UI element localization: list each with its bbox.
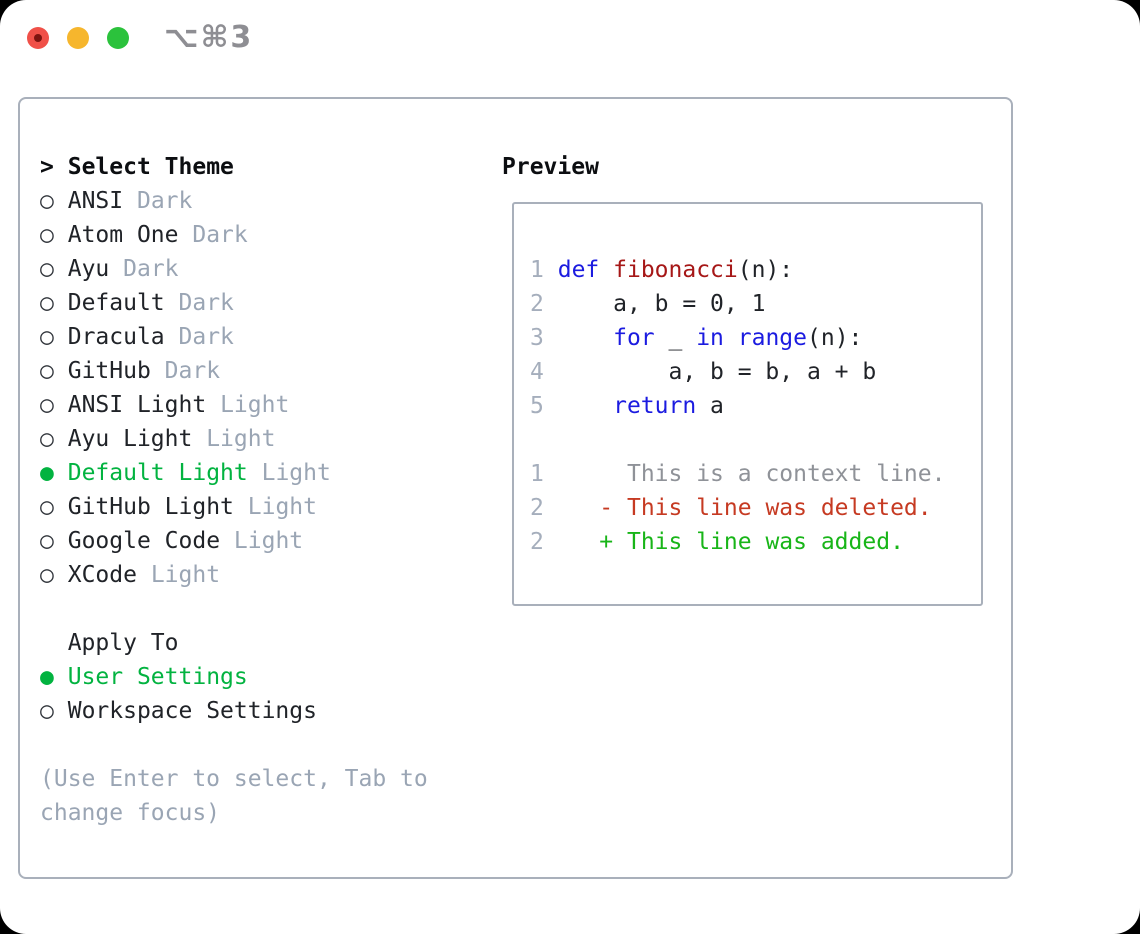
theme-name: GitHub: [67, 358, 151, 384]
apply-to-header: Apply To: [67, 630, 179, 656]
theme-option-xcode-light[interactable]: ○ XCode Light: [40, 558, 480, 592]
code-line: 2 a, b = 0, 1: [530, 291, 766, 317]
radio-icon: ○: [40, 290, 54, 316]
radio-icon: ○: [40, 358, 54, 384]
theme-option-ayu-light-light[interactable]: ○ Ayu Light Light: [40, 422, 480, 456]
radio-icon: ○: [40, 562, 54, 588]
radio-icon: ●: [40, 460, 54, 486]
theme-variant: Dark: [164, 358, 221, 384]
prompt-icon: >: [40, 154, 54, 180]
code-preview: 1 def fibonacci(n): 2 a, b = 0, 1 3 for _ …: [530, 253, 981, 423]
spacer: [40, 592, 480, 626]
window-titlebar: ⌥⌘3: [0, 0, 1140, 76]
theme-option-default-light-light[interactable]: ● Default Light Light: [40, 456, 480, 490]
close-button-icon[interactable]: [27, 27, 49, 49]
spacer: [40, 728, 480, 762]
apply-option-label: Workspace Settings: [67, 698, 317, 724]
theme-option-github-dark[interactable]: ○ GitHub Dark: [40, 354, 480, 388]
theme-option-github-light-light[interactable]: ○ GitHub Light Light: [40, 490, 480, 524]
select-theme-header: > Select Theme: [40, 150, 480, 184]
theme-name: XCode: [67, 562, 137, 588]
code-line: 1 def fibonacci(n):: [530, 257, 794, 283]
theme-list: ○ ANSI Dark○ Atom One Dark○ Ayu Dark○ De…: [40, 184, 480, 592]
hint-line-2: change focus): [40, 800, 221, 826]
theme-variant: Light: [261, 460, 331, 486]
radio-icon: ○: [40, 528, 54, 554]
apply-to-list: ● User Settings○ Workspace Settings: [40, 660, 480, 728]
apply-option-label: User Settings: [67, 664, 248, 690]
theme-picker-left-column: > Select Theme ○ ANSI Dark○ Atom One Dar…: [40, 150, 480, 830]
line-number: 2: [530, 529, 544, 555]
theme-variant: Light: [220, 392, 290, 418]
radio-icon: ○: [40, 188, 54, 214]
theme-name: Dracula: [67, 324, 165, 350]
line-number: 5: [530, 393, 544, 419]
diff-marker-icon: -: [599, 495, 614, 521]
preview-title: Preview: [502, 154, 599, 180]
theme-name: ANSI Light: [67, 392, 207, 418]
theme-name: Default: [67, 290, 165, 316]
theme-variant: Dark: [178, 290, 234, 316]
code-line: 3 for _ in range(n):: [530, 325, 863, 351]
diff-line-deleted: 2 - This line was deleted.: [530, 491, 981, 525]
theme-option-ansi-light-light[interactable]: ○ ANSI Light Light: [40, 388, 480, 422]
theme-name: Ayu: [67, 256, 110, 282]
code-line: 4 a, b = b, a + b: [530, 359, 877, 385]
theme-option-google-code-light[interactable]: ○ Google Code Light: [40, 524, 480, 558]
theme-name: ANSI: [67, 188, 124, 214]
theme-variant: Light: [206, 426, 276, 452]
theme-variant: Light: [247, 494, 317, 520]
apply-option-user-settings[interactable]: ● User Settings: [40, 660, 480, 694]
theme-variant: Dark: [178, 324, 234, 350]
radio-icon: ○: [40, 426, 54, 452]
line-number: 4: [530, 359, 544, 385]
minimize-button-icon[interactable]: [67, 27, 89, 49]
theme-variant: Dark: [136, 188, 193, 214]
theme-option-ansi-dark[interactable]: ○ ANSI Dark: [40, 184, 480, 218]
apply-option-workspace-settings[interactable]: ○ Workspace Settings: [40, 694, 480, 728]
zoom-button-icon[interactable]: [107, 27, 129, 49]
radio-icon: ○: [40, 222, 54, 248]
spacer: [530, 423, 981, 457]
line-number: 1: [530, 257, 544, 283]
theme-option-dracula-dark[interactable]: ○ Dracula Dark: [40, 320, 480, 354]
theme-variant: Dark: [123, 256, 179, 282]
hint-line-1: (Use Enter to select, Tab to: [40, 766, 428, 792]
line-number: 3: [530, 325, 544, 351]
diff-preview: 1 This is a context line.2 - This line w…: [530, 457, 981, 559]
theme-name: GitHub Light: [67, 494, 234, 520]
line-number: 2: [530, 291, 544, 317]
diff-text: This is a context line.: [626, 461, 946, 487]
theme-name: Default Light: [67, 460, 248, 486]
radio-icon: ○: [40, 324, 54, 350]
diff-marker-icon: [599, 461, 613, 487]
theme-name: Google Code: [67, 528, 221, 554]
line-number: 1: [530, 461, 544, 487]
diff-marker-icon: +: [599, 529, 614, 555]
line-number: 2: [530, 495, 544, 521]
theme-variant: Light: [233, 528, 304, 554]
theme-name: Ayu Light: [67, 426, 193, 452]
traffic-lights: [27, 27, 129, 49]
diff-line-added: 2 + This line was added.: [530, 525, 981, 559]
radio-icon: ○: [40, 494, 54, 520]
diff-line-context: 1 This is a context line.: [530, 457, 981, 491]
diff-text: This line was deleted.: [626, 495, 932, 521]
theme-option-atom-one-dark[interactable]: ○ Atom One Dark: [40, 218, 480, 252]
radio-icon: ○: [40, 256, 54, 282]
radio-icon: ○: [40, 392, 54, 418]
theme-variant: Dark: [192, 222, 248, 248]
select-theme-title: Select Theme: [67, 154, 234, 180]
theme-picker-panel: > Select Theme ○ ANSI Dark○ Atom One Dar…: [18, 97, 1013, 879]
theme-name: Atom One: [67, 222, 179, 248]
code-line: 5 return a: [530, 393, 724, 419]
window-title: ⌥⌘3: [164, 20, 254, 55]
theme-option-ayu-dark[interactable]: ○ Ayu Dark: [40, 252, 480, 286]
preview-pane: 1 def fibonacci(n): 2 a, b = 0, 1 3 for _ …: [512, 202, 983, 606]
theme-variant: Light: [150, 562, 221, 588]
diff-text: This line was added.: [626, 529, 904, 555]
radio-icon: ○: [40, 698, 54, 724]
theme-option-default-dark[interactable]: ○ Default Dark: [40, 286, 480, 320]
radio-icon: ●: [40, 664, 54, 690]
